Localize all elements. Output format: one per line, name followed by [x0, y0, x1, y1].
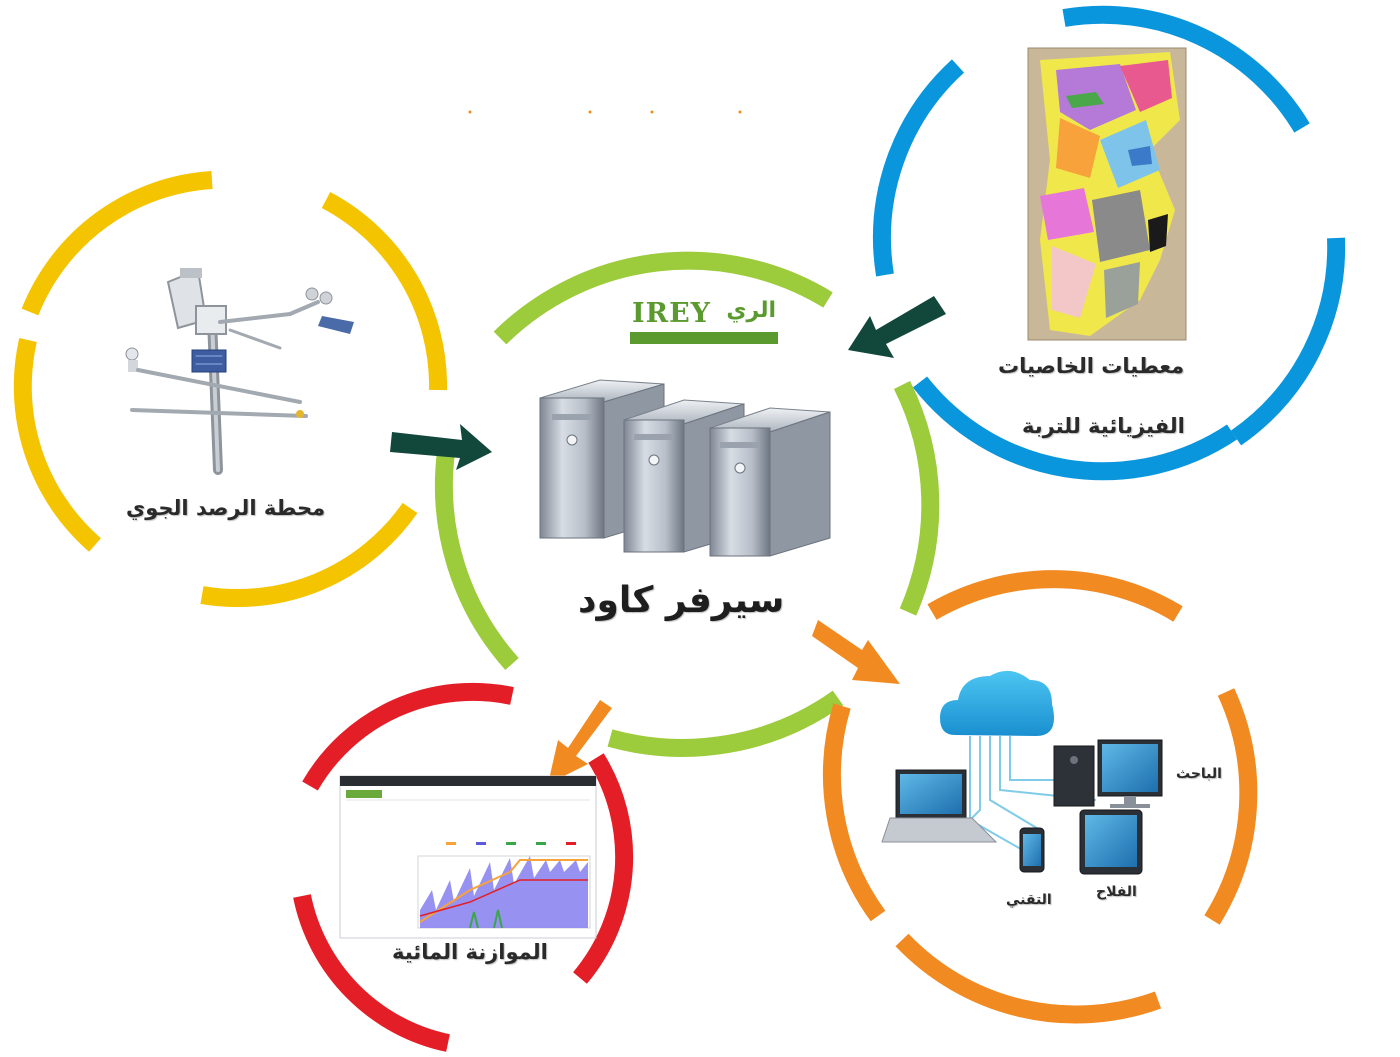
technician-label: التقني	[1006, 892, 1052, 908]
arrow-soil-to-server	[848, 296, 946, 358]
arrow-server-to-users	[812, 620, 900, 684]
logo-text-en: IREY	[632, 298, 711, 329]
soil-map-icon	[1027, 47, 1187, 341]
arrow-server-to-balance	[548, 700, 612, 784]
water-balance-ring	[293, 682, 634, 1052]
weather-station-ring	[13, 171, 448, 608]
weather-station-label: محطة الرصد الجوي	[126, 496, 326, 520]
phone-icon	[1019, 827, 1045, 873]
laptop-icon	[881, 769, 998, 843]
irey-logo: IREY الري	[628, 296, 780, 346]
server-tower-icon	[539, 379, 831, 557]
farmer-label: الفلاح	[1096, 884, 1137, 900]
logo-tagline-bar	[630, 332, 778, 344]
server-label: سيرفر كاود	[578, 580, 785, 621]
logo-text-ar: الري	[726, 298, 776, 323]
researcher-label: الباحث	[1176, 766, 1222, 782]
soil-data-ring	[872, 5, 1346, 481]
weather-station-icon	[125, 268, 354, 475]
desktop-icon	[1053, 739, 1163, 808]
decorative-dots	[468, 110, 742, 114]
users-ring	[823, 570, 1258, 1024]
soil-data-label-line2: الفيزيائية للتربة	[1022, 414, 1185, 438]
soil-data-label-line1: معطيات الخاصيات	[998, 354, 1185, 378]
water-balance-label: الموازنة المائية	[392, 940, 548, 964]
cloud-server-ring	[434, 251, 940, 757]
tablet-icon	[1079, 809, 1143, 875]
arrow-weather-to-server	[390, 424, 492, 470]
water-balance-chart-icon	[339, 775, 597, 939]
